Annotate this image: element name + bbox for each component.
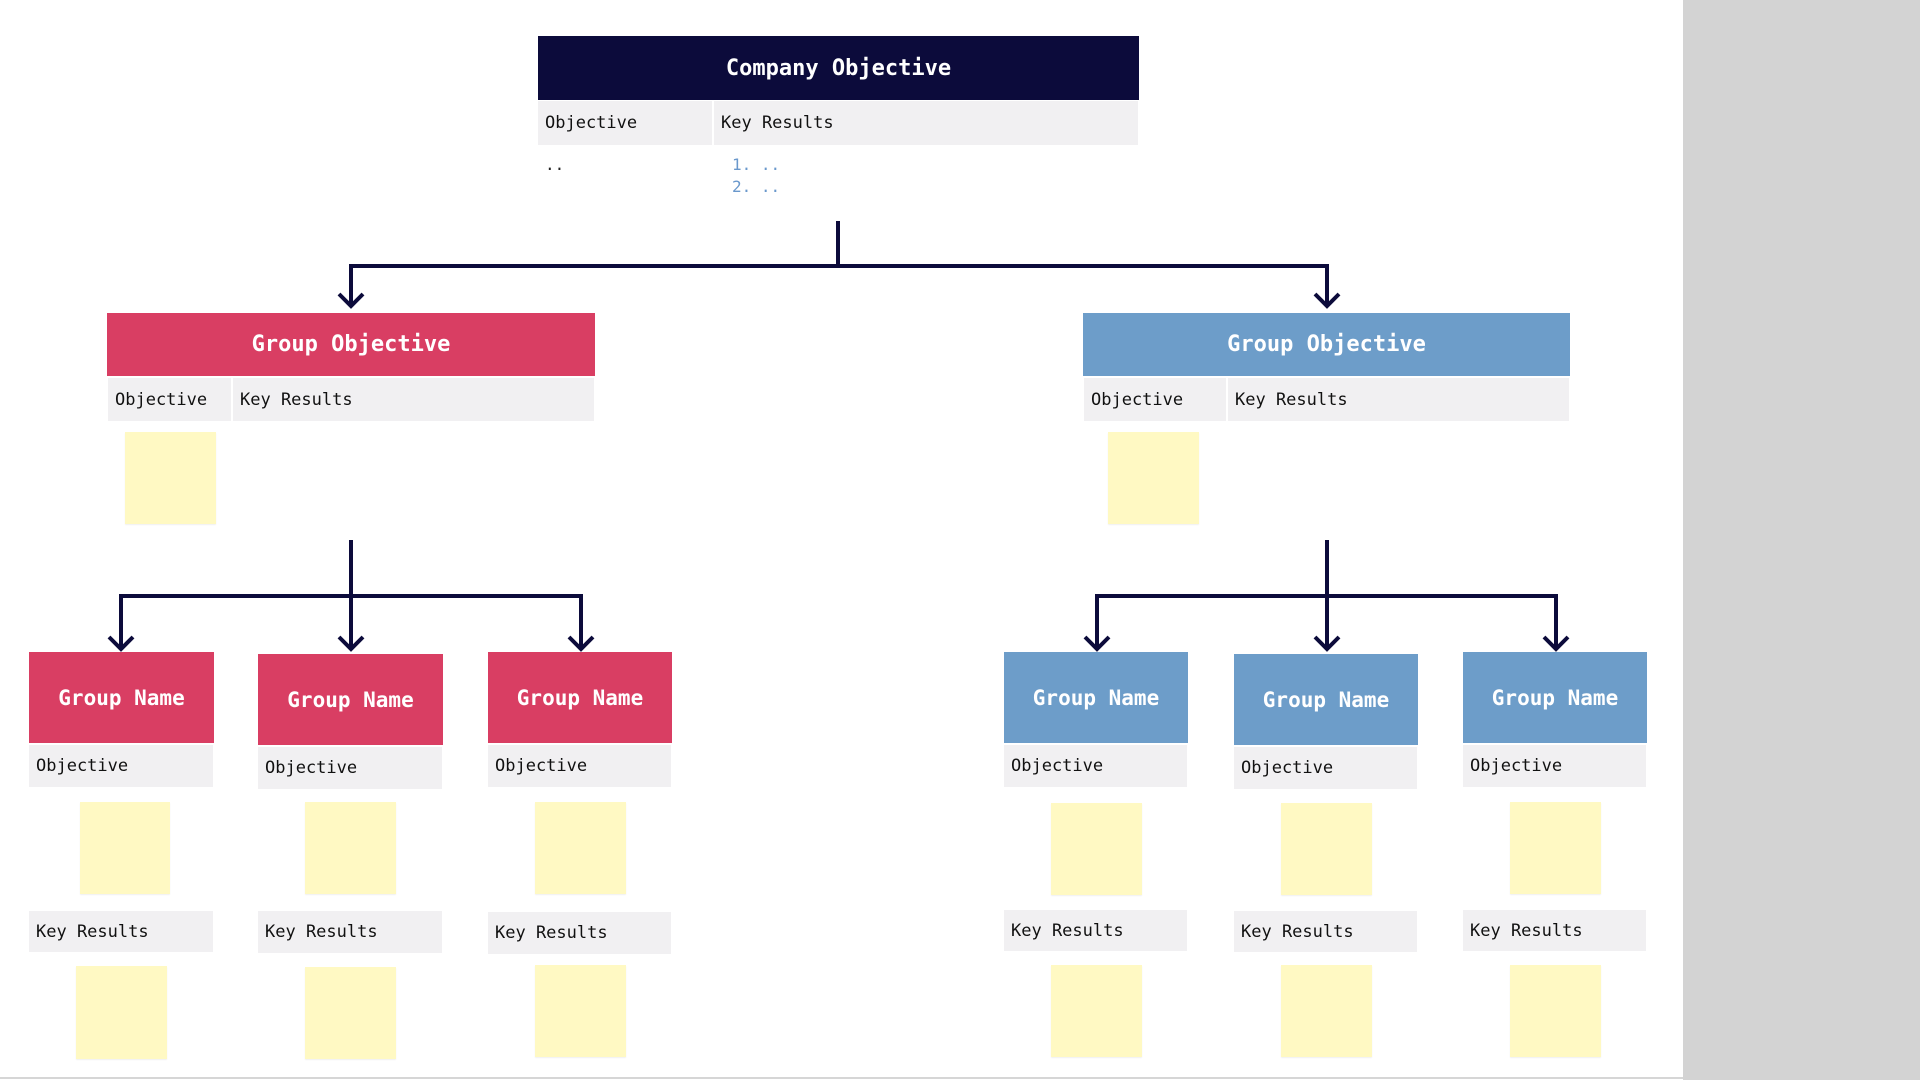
team-objective-label: Objective	[1011, 756, 1104, 776]
sticky-note[interactable]	[1510, 965, 1601, 1057]
team-card-header[interactable]: Group Name	[488, 652, 672, 743]
connector-company-to-group-left	[349, 221, 840, 306]
company-objective-header[interactable]: Company Objective	[538, 36, 1139, 100]
whiteboard-canvas[interactable]	[0, 0, 1683, 1079]
group-objective-left-columns: Objective Key Results	[108, 378, 594, 421]
team-name: Group Name	[1491, 685, 1619, 710]
arrowhead	[337, 635, 365, 652]
team-card-header[interactable]: Group Name	[258, 654, 443, 745]
sticky-note[interactable]	[305, 802, 396, 894]
arrowhead	[1313, 292, 1341, 309]
arrowhead	[567, 635, 595, 652]
sticky-note[interactable]	[125, 432, 216, 524]
team-key-results-label-row: Key Results	[488, 912, 671, 954]
arrowhead	[337, 292, 365, 309]
arrowhead	[1542, 635, 1570, 652]
team-objective-label: Objective	[495, 756, 588, 776]
team-name: Group Name	[1262, 687, 1390, 712]
team-objective-label: Objective	[1470, 756, 1563, 776]
sticky-note[interactable]	[1051, 803, 1142, 895]
group-right-col-objective: Objective	[1084, 378, 1228, 421]
team-key-results-label-row: Key Results	[1004, 910, 1187, 951]
company-objective-columns: Objective Key Results	[538, 101, 1138, 145]
team-key-results-label: Key Results	[1470, 920, 1583, 941]
team-card-header[interactable]: Group Name	[1234, 654, 1418, 745]
team-objective-label-row: Objective	[1234, 747, 1417, 789]
team-name: Group Name	[287, 687, 414, 712]
team-key-results-label: Key Results	[1011, 920, 1124, 941]
company-key-result-2: 2. ..	[732, 177, 781, 196]
connector-company-to-group-right	[838, 264, 1329, 306]
arrowhead	[1083, 635, 1111, 652]
sticky-note[interactable]	[535, 802, 626, 894]
sticky-note[interactable]	[1281, 803, 1372, 895]
sticky-note[interactable]	[80, 802, 170, 894]
team-key-results-label-row: Key Results	[1234, 911, 1417, 952]
team-key-results-label: Key Results	[36, 921, 149, 942]
team-card-header[interactable]: Group Name	[29, 652, 214, 743]
team-name: Group Name	[1032, 685, 1160, 710]
team-card-header[interactable]: Group Name	[1463, 652, 1647, 743]
group-objective-right-header[interactable]: Group Objective	[1083, 313, 1570, 376]
team-objective-label-row: Objective	[488, 745, 671, 787]
team-key-results-label: Key Results	[1241, 921, 1354, 942]
connector-left-branches	[119, 594, 583, 649]
side-panel	[1683, 0, 1920, 1080]
sticky-note[interactable]	[1051, 965, 1142, 1057]
sticky-note[interactable]	[1108, 432, 1199, 524]
team-objective-label-row: Objective	[29, 745, 213, 787]
team-name: Group Name	[516, 685, 644, 710]
team-objective-label-row: Objective	[258, 747, 442, 789]
group-left-col-key-results: Key Results	[240, 389, 353, 410]
group-objective-right-columns: Objective Key Results	[1084, 378, 1569, 421]
team-key-results-label-row: Key Results	[258, 911, 442, 953]
team-objective-label: Objective	[36, 756, 129, 776]
group-objective-left-title: Group Objective	[251, 332, 451, 357]
group-objective-left-header[interactable]: Group Objective	[107, 313, 595, 376]
team-key-results-label: Key Results	[495, 923, 608, 943]
sticky-note[interactable]	[76, 966, 167, 1059]
team-key-results-label: Key Results	[265, 922, 378, 942]
sticky-note[interactable]	[535, 965, 626, 1057]
sticky-note[interactable]	[305, 967, 396, 1059]
company-objective-title: Company Objective	[725, 55, 952, 81]
company-col-objective: Objective	[538, 101, 714, 145]
company-objective-value: ..	[545, 155, 565, 174]
group-objective-right-title: Group Objective	[1227, 332, 1426, 357]
team-key-results-label-row: Key Results	[1463, 910, 1646, 951]
sticky-note[interactable]	[1510, 802, 1601, 894]
team-objective-label-row: Objective	[1004, 745, 1187, 787]
team-objective-label-row: Objective	[1463, 745, 1646, 787]
arrowhead	[1313, 635, 1341, 652]
arrowhead	[107, 635, 135, 652]
team-objective-label: Objective	[1241, 758, 1334, 778]
sticky-note[interactable]	[1281, 965, 1372, 1057]
company-col-key-results: Key Results	[721, 113, 834, 133]
team-card-header[interactable]: Group Name	[1004, 652, 1188, 743]
connector-right-branches	[1095, 594, 1558, 649]
connector-lines	[107, 221, 1570, 652]
team-name: Group Name	[58, 685, 185, 710]
company-key-result-1: 1. ..	[732, 155, 781, 174]
group-right-col-key-results: Key Results	[1235, 389, 1348, 410]
team-objective-label: Objective	[265, 758, 358, 778]
team-key-results-label-row: Key Results	[29, 911, 213, 952]
group-left-col-objective: Objective	[108, 378, 233, 421]
